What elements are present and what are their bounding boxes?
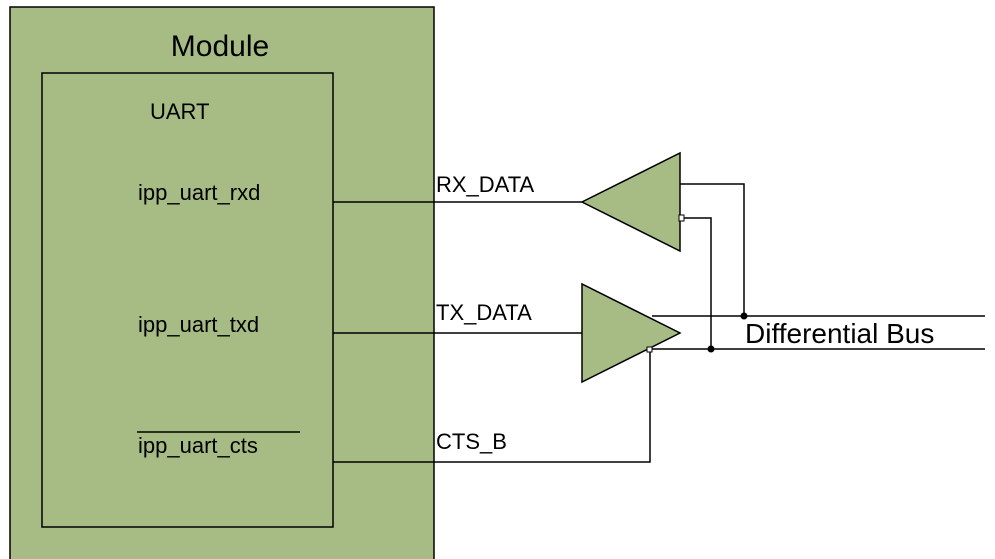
cts-b-label: CTS_B	[436, 429, 507, 454]
uart-block	[41, 72, 334, 528]
driver-buffer	[581, 282, 682, 384]
uart-title: UART	[150, 99, 210, 124]
cts-b-wire	[333, 350, 651, 463]
receiver-invert-bubble	[678, 214, 685, 222]
pin-txd-label: ipp_uart_txd	[138, 312, 259, 337]
junction-dot-lower	[707, 345, 715, 353]
driver-enable-marker	[646, 346, 653, 353]
differential-bus-label: Differential Bus	[745, 318, 934, 349]
junction-dot-upper	[740, 312, 748, 320]
module-title: Module	[171, 30, 269, 63]
pin-cts-label: ipp_uart_cts	[138, 433, 258, 458]
pin-rxd-label: ipp_uart_rxd	[138, 180, 260, 205]
tx-data-label: TX_DATA	[436, 300, 532, 325]
receiver-buffer	[580, 151, 681, 253]
receiver-neg-wire	[684, 217, 712, 349]
rx-data-label: RX_DATA	[436, 172, 535, 197]
receiver-pos-wire	[680, 183, 745, 316]
